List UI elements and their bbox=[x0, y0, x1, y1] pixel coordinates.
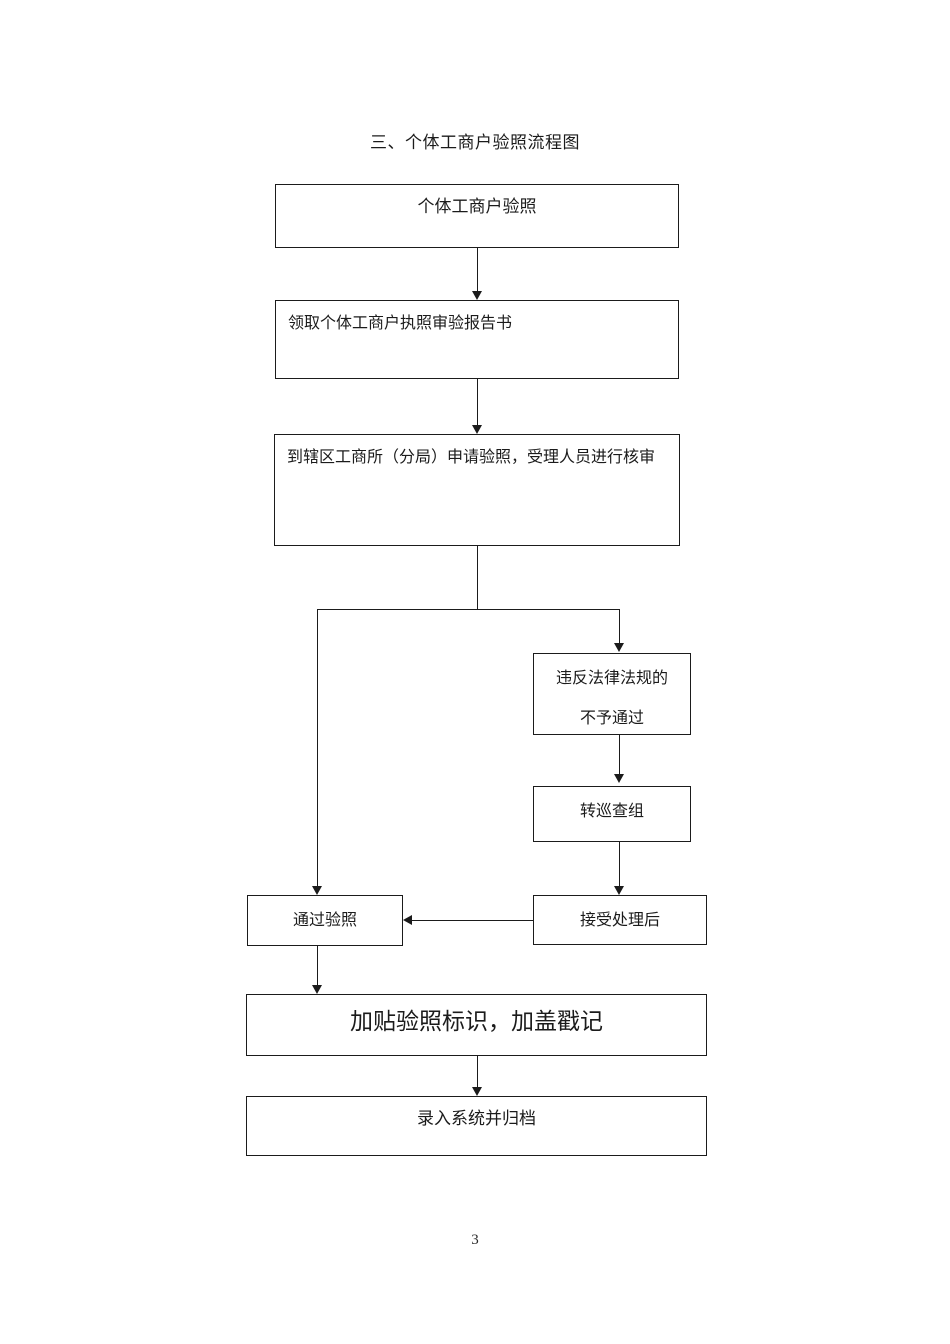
flow-node-receive-report[interactable]: 领取个体工商户执照审验报告书 bbox=[275, 300, 679, 379]
page-number: 3 bbox=[471, 1232, 479, 1248]
flow-node-violation-rejected[interactable]: 违反法律法规的 不予通过 bbox=[533, 653, 691, 735]
branch-right-line bbox=[619, 609, 620, 644]
connector-arrow-n6-n7 bbox=[403, 914, 412, 925]
connector-arrow-n1-n2 bbox=[471, 291, 482, 300]
flow-node-affix-mark-seal[interactable]: 加贴验照标识，加盖戳记 bbox=[246, 994, 707, 1056]
connector-line-n1-n2 bbox=[477, 248, 478, 292]
flow-node-submit-review-label: 到辖区工商所（分局）申请验照，受理人员进行核审 bbox=[287, 449, 656, 466]
connector-arrow-n7-n8 bbox=[311, 985, 322, 994]
page-title: 三、个体工商户验照流程图 bbox=[370, 133, 580, 152]
flow-node-passed-inspection[interactable]: 通过验照 bbox=[247, 895, 403, 946]
flow-node-after-handling[interactable]: 接受处理后 bbox=[533, 895, 707, 945]
branch-stem-line bbox=[477, 546, 478, 610]
flow-node-violation-rejected-label-line2: 不予通过 bbox=[579, 710, 644, 728]
connector-line-n4-n5 bbox=[619, 735, 620, 775]
flow-node-enter-system-archive-label: 录入系统并归档 bbox=[417, 1109, 536, 1128]
flow-node-passed-inspection-label: 通过验照 bbox=[292, 912, 357, 929]
connector-line-n2-n3 bbox=[477, 379, 478, 426]
connector-arrow-n4-n5 bbox=[613, 774, 624, 783]
flow-node-affix-mark-seal-label: 加贴验照标识，加盖戳记 bbox=[350, 1009, 603, 1034]
flow-node-transfer-inspection-label: 转巡查组 bbox=[579, 803, 644, 820]
branch-left-arrow bbox=[311, 886, 322, 895]
branch-horizontal-line bbox=[317, 609, 619, 610]
flow-node-violation-rejected-label-line1: 违反法律法规的 bbox=[555, 670, 668, 687]
flow-node-application-label: 个体工商户验照 bbox=[417, 197, 537, 216]
flow-node-receive-report-label: 领取个体工商户执照审验报告书 bbox=[288, 315, 513, 332]
flow-node-transfer-inspection[interactable]: 转巡查组 bbox=[533, 786, 691, 842]
flow-node-enter-system-archive[interactable]: 录入系统并归档 bbox=[246, 1096, 707, 1156]
connector-line-n7-n8 bbox=[317, 946, 318, 986]
flow-node-submit-review[interactable]: 到辖区工商所（分局）申请验照，受理人员进行核审 bbox=[274, 434, 680, 546]
flow-node-after-handling-label: 接受处理后 bbox=[579, 912, 660, 929]
flow-node-application[interactable]: 个体工商户验照 bbox=[275, 184, 679, 248]
connector-arrow-n8-n9 bbox=[471, 1087, 482, 1096]
connector-arrow-n2-n3 bbox=[471, 425, 482, 434]
branch-right-arrow bbox=[613, 643, 624, 652]
connector-arrow-n5-n6 bbox=[613, 886, 624, 895]
connector-line-n8-n9 bbox=[477, 1056, 478, 1088]
connector-line-n6-n7 bbox=[412, 920, 533, 921]
branch-left-line bbox=[317, 609, 318, 887]
connector-line-n5-n6 bbox=[619, 842, 620, 887]
